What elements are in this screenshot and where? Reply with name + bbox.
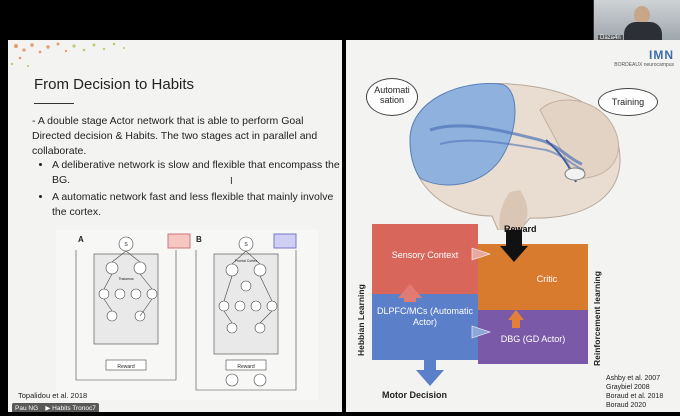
imn-logo: IMN BORDEAUX neurocampus: [614, 48, 674, 68]
panel-a-label: A: [78, 235, 84, 244]
bullet-item: A deliberative network is slow and flexi…: [52, 158, 342, 188]
presenter-body: [624, 22, 662, 44]
video-top-bar: [0, 0, 680, 40]
brain-illustration: [409, 82, 621, 230]
reference-item: Graybiel 2008: [606, 384, 650, 391]
reference-item: Boraud 2020: [606, 402, 647, 409]
bullet-list: A deliberative network is slow and flexi…: [34, 158, 342, 222]
panel-b-label: B: [196, 235, 202, 244]
slide-title: From Decision to Habits: [34, 76, 195, 93]
references-list: Ashby et al. 2007 Graybiel 2008 Boraud e…: [606, 374, 663, 410]
stimulus-node-b: S: [244, 242, 248, 248]
title-underline: [34, 103, 74, 104]
critic-box: Critic: [536, 274, 558, 284]
motor-decision-label: Motor Decision: [382, 390, 448, 400]
left-slide: From Decision to Habits - A double stage…: [8, 40, 342, 413]
dbg-box: DBG (GD Actor): [500, 334, 566, 344]
slide-paragraph: - A double stage Actor network that is a…: [32, 115, 318, 157]
decorative-dots: [10, 42, 125, 68]
automatisation-bubble: Automati sation: [366, 78, 418, 116]
left-citation: Topalidou et al. 2018: [18, 391, 88, 400]
logo-subtext: BORDEAUX neurocampus: [614, 62, 674, 68]
hebbian-learning-label: Hebbian Learning: [356, 284, 366, 356]
reinforcement-learning-label: Reinforcement learning: [592, 271, 602, 366]
reward-node-b: Reward: [237, 364, 254, 370]
video-chapter-badge[interactable]: Pau NG ▶ Habits Tronoc7: [12, 403, 99, 413]
text-cursor: I: [230, 176, 233, 187]
network-figure: A B Reward Reward S: [56, 230, 318, 400]
sensory-context-box: Sensory Context: [391, 250, 459, 260]
frontal-cortex-label: Frontal Cortex: [235, 259, 257, 263]
bullet-item: A automatic network fast and less flexib…: [52, 190, 342, 220]
dlpfc-box: DLPFC/MCs (Automatic Actor): [376, 306, 474, 327]
webcam-thumbnail[interactable]: Daza4n: [593, 0, 680, 44]
thalamus-label: Thalamus: [118, 277, 134, 281]
video-progress-bar[interactable]: [0, 412, 680, 416]
webcam-label: Daza4n: [598, 35, 623, 41]
reward-node-a: Reward: [117, 364, 134, 370]
reward-label: Reward: [504, 224, 537, 234]
learning-diagram: [372, 224, 588, 386]
right-slide: IMN BORDEAUX neurocampus Automati sation…: [346, 40, 680, 412]
reference-item: Ashby et al. 2007: [606, 375, 661, 382]
reference-item: Boraud et al. 2018: [606, 393, 664, 400]
logo-text: IMN: [649, 48, 674, 62]
training-bubble: Training: [598, 88, 658, 116]
presenter-head: [634, 6, 650, 24]
stimulus-node-a: S: [124, 242, 128, 248]
